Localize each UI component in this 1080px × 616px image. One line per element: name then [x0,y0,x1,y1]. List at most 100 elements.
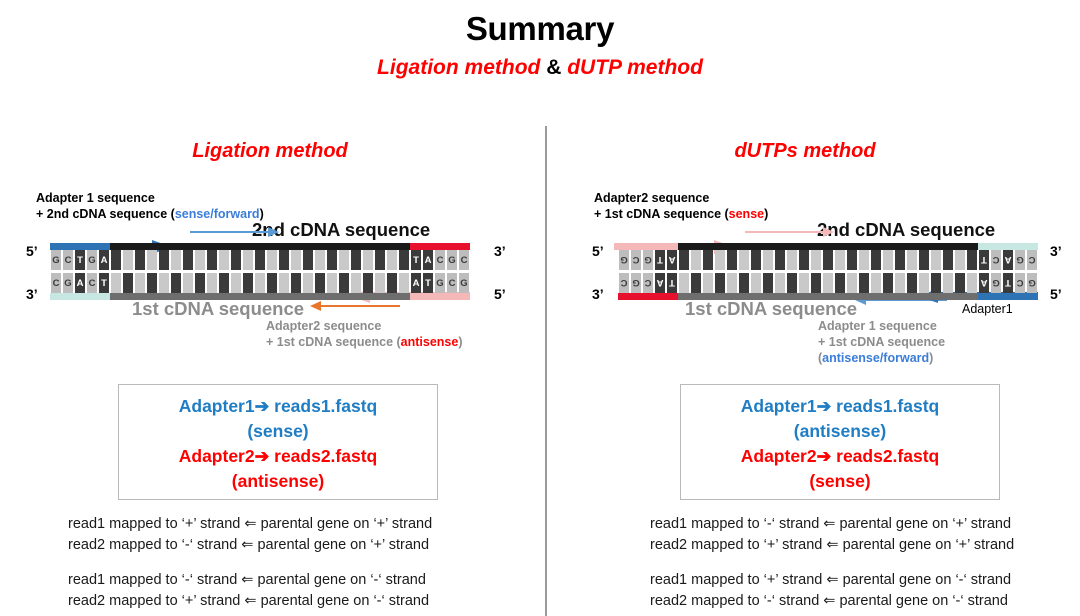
right-top-annotation: Adapter2 sequence + 1st cDNA sequence (s… [594,190,934,222]
reads-box-left-line3: Adapter2➔ reads2.fastq [178,446,378,466]
base-pair-cell [146,250,158,293]
base-rung-top [303,250,313,270]
base-rung-bottom [171,273,181,293]
base-rung-bottom [703,273,713,293]
right-bottom-annotation-line3-suffix: ) [929,351,934,365]
nucleotide-bottom-C: C [619,273,629,293]
base-pair-cell [290,250,302,293]
nucleotide-top-A: A [99,250,109,270]
nucleotide-top-A: A [667,250,677,270]
base-rung-bottom [195,273,205,293]
base-rung-bottom [811,273,821,293]
nucleotide-top-G: G [87,250,97,270]
base-pair-cell [122,250,134,293]
nucleotide-top-A: A [1003,250,1013,270]
base-rung-bottom [823,273,833,293]
base-rung-top [123,250,133,270]
subtitle-right: dUTP method [567,56,703,79]
base-pair-cell [774,250,786,293]
mapping-line: read1 mapped to ‘-‘ strand ⇐ parental ge… [650,516,1012,532]
right-top-annotation-line2-suffix: ) [764,207,769,221]
base-pair-cell [182,250,194,293]
base-rung-top [835,250,845,270]
base-pair-cell [846,250,858,293]
nucleotide-bottom-T: T [667,273,677,293]
base-pair-cell [726,250,738,293]
reads-box-left: Adapter1➔ reads1.fastq (sense) Adapter2➔… [118,384,438,500]
base-rung-bottom [871,273,881,293]
base-rung-top [907,250,917,270]
base-rung-bottom [739,273,749,293]
base-rung-bottom [231,273,241,293]
base-rung-bottom [207,273,217,293]
base-pair-cell [134,250,146,293]
base-rung-bottom [907,273,917,293]
left-top-annotation: Adapter 1 sequence + 2nd cDNA sequence (… [36,190,366,222]
base-rung-bottom [219,273,229,293]
base-rung-top [919,250,929,270]
base-rung-top [183,250,193,270]
base-rung-top [195,250,205,270]
mapping-line: read1 mapped to ‘+’ strand ⇐ parental ge… [650,572,1012,588]
nucleotide-bottom-A: A [75,273,85,293]
left-strand-title-bottom: 1st cDNA sequence [132,298,305,319]
mapping-line: read1 mapped to ‘-‘ strand ⇐ parental ge… [68,572,426,588]
base-rung-bottom [679,273,689,293]
left-duplex-label-3prime-bottomleft: 3’ [26,286,38,302]
base-pair-cell [110,250,122,293]
base-rung-top [291,250,301,270]
duplex-bottom-bar-right-adapter [978,293,1038,300]
base-pair-cell [954,250,966,293]
right-bottom-annotation: Adapter 1 sequence + 1st cDNA sequence (… [818,318,1068,366]
right-duplex-label-5prime-topleft: 5’ [592,243,604,259]
nucleotide-top-T: T [979,250,989,270]
base-rung-top [955,250,965,270]
base-pair-cell [254,250,266,293]
base-rung-bottom [315,273,325,293]
left-bottom-annotation-highlight: antisense [400,335,459,349]
right-duplex-label-3prime-topright: 3’ [1050,243,1062,259]
base-rung-bottom [111,273,121,293]
base-rung-bottom [835,273,845,293]
base-rung-top [147,250,157,270]
base-pair-cell [398,250,410,293]
base-rung-bottom [159,273,169,293]
base-pair-cell [786,250,798,293]
nucleotide-bottom-G: G [63,273,73,293]
base-pair-cell [822,250,834,293]
subtitle-left: Ligation method [377,56,541,79]
base-pair-cell [918,250,930,293]
left-bottom-annotation: Adapter2 sequence + 1st cDNA sequence (a… [266,318,566,350]
base-rung-top [327,250,337,270]
base-rung-top [159,250,169,270]
base-pair-cell [218,250,230,293]
base-rung-bottom [715,273,725,293]
right-bottom-annotation-line2: + 1st cDNA sequence [818,335,946,349]
base-rung-top [703,250,713,270]
base-rung-bottom [327,273,337,293]
base-rung-bottom [847,273,857,293]
sense-arrow-right [745,226,834,237]
right-bottom-annotation-line3-prefix: ( [818,351,823,365]
nucleotide-bottom-A: A [411,273,421,293]
base-rung-bottom [279,273,289,293]
base-pair-cell [942,250,954,293]
base-rung-bottom [931,273,941,293]
reads-box-left-line4: (antisense) [231,471,325,491]
base-rung-top [363,250,373,270]
base-pair-cell [350,250,362,293]
nucleotide-bottom-T: T [1003,273,1013,293]
base-pair-cell [362,250,374,293]
nucleotide-top-T: T [75,250,85,270]
left-top-annotation-line2-suffix: ) [259,207,264,221]
nucleotide-bottom-C: C [1015,273,1025,293]
base-rung-top [387,250,397,270]
left-bottom-annotation-line2-prefix: + 1st cDNA sequence ( [266,335,401,349]
